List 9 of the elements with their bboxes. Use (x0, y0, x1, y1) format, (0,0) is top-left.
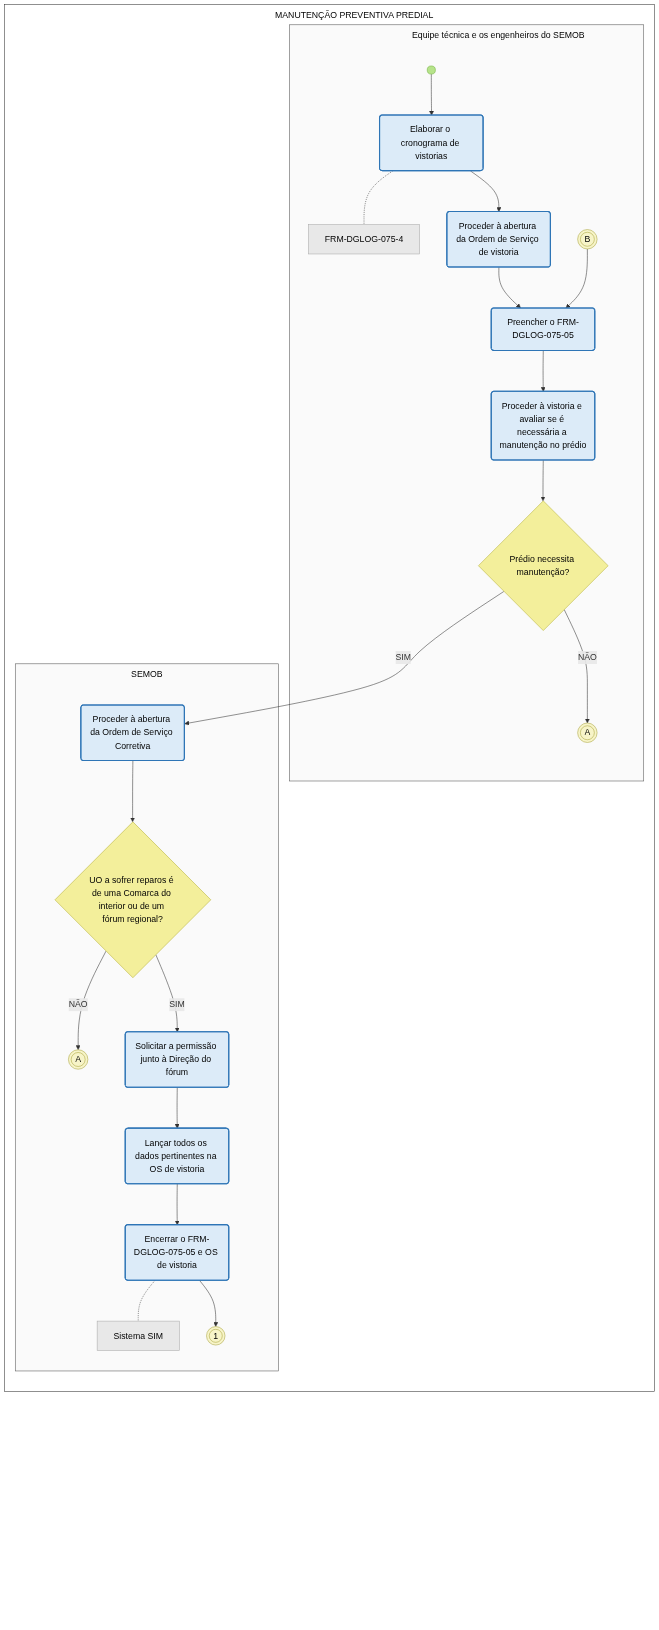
edge-label: NÃO (68, 999, 88, 1010)
node-box: Sistema SIM (96, 1320, 180, 1351)
node-box: FRM-DGLOG-075-4 (308, 224, 420, 255)
node-diamond: UO a sofrer reparos é de uma Comarca do interior ou de um fórum regional? (54, 821, 212, 978)
edge-label: SIM (395, 652, 412, 662)
edge-label: NÃO (577, 652, 597, 662)
node-diamond: Prédio necessita manutenção? (478, 500, 609, 631)
node-circle (426, 65, 436, 75)
edge-label: SIM (169, 999, 185, 1010)
